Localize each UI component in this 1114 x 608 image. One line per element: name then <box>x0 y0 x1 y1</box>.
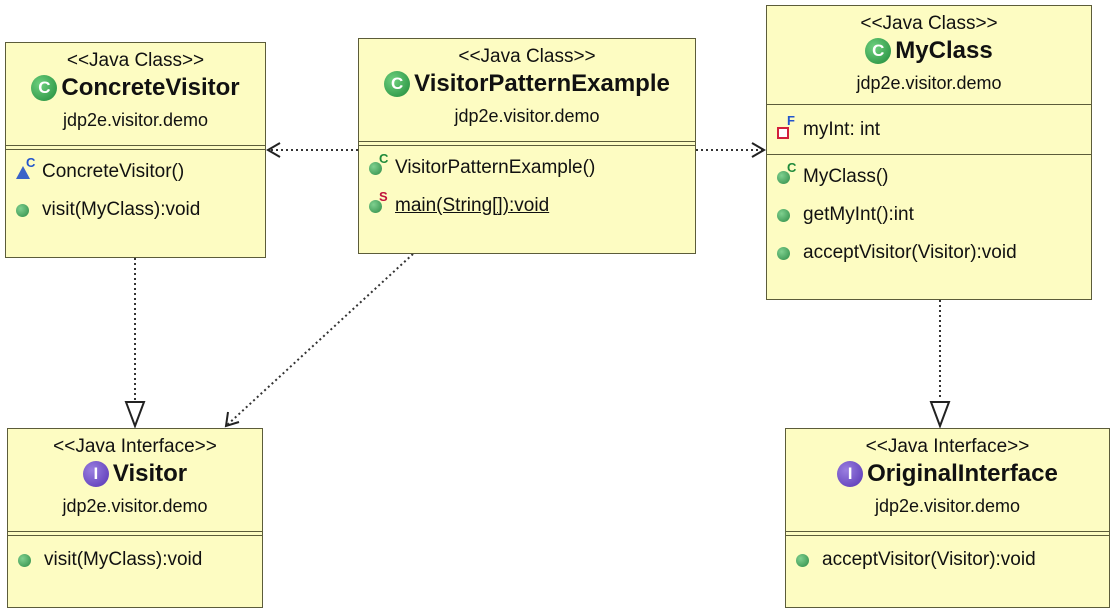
stereotype-label: <<Java Interface>> <box>865 436 1030 457</box>
method-row[interactable]: visit(MyClass):void <box>6 198 265 222</box>
method-label: visit(MyClass):void <box>42 199 201 220</box>
final-field-icon: F <box>777 114 801 140</box>
method-row[interactable]: C MyClass() <box>767 161 1091 189</box>
method-label: acceptVisitor(Visitor):void <box>822 549 1036 570</box>
package-label: jdp2e.visitor.demo <box>874 496 1021 516</box>
public-method-icon <box>777 243 801 263</box>
stereotype-label: <<Java Class>> <box>458 46 596 67</box>
attributes-divider <box>767 104 1091 105</box>
stereotype-label: <<Java Interface>> <box>53 436 217 457</box>
method-row[interactable]: acceptVisitor(Visitor):void <box>786 548 1109 572</box>
package-label: jdp2e.visitor.demo <box>856 73 1002 93</box>
class-icon: C <box>865 38 892 64</box>
interface-box-originalinterface[interactable]: <<Java Interface>> I OriginalInterface j… <box>785 428 1110 608</box>
stereotype-label: <<Java Class>> <box>860 13 998 34</box>
constructor-icon: C <box>777 161 801 187</box>
methods-divider <box>8 535 262 536</box>
class-name: VisitorPatternExample <box>414 70 670 97</box>
class-box-myclass[interactable]: <<Java Class>> C MyClass jdp2e.visitor.d… <box>766 5 1092 300</box>
method-label: main(String[]):void <box>395 195 550 216</box>
dependency-edge-visitor <box>225 253 414 427</box>
attributes-divider <box>359 141 695 142</box>
methods-divider <box>767 154 1091 155</box>
method-label: acceptVisitor(Visitor):void <box>803 242 1017 263</box>
public-method-icon <box>18 550 42 570</box>
method-label: MyClass() <box>803 166 889 187</box>
arrowhead-myclass <box>751 142 766 158</box>
method-label: VisitorPatternExample() <box>395 157 596 178</box>
package-label: jdp2e.visitor.demo <box>454 106 600 126</box>
realization-triangle-originalinterface <box>929 401 951 429</box>
realization-triangle-visitor <box>124 401 146 429</box>
public-method-icon <box>796 550 820 570</box>
method-row[interactable]: acceptVisitor(Visitor):void <box>767 241 1091 265</box>
constructor-icon: C <box>369 152 393 178</box>
interface-name: Visitor <box>112 460 188 487</box>
attributes-divider <box>786 531 1109 532</box>
method-label: visit(MyClass):void <box>44 549 203 570</box>
attributes-divider <box>6 145 265 146</box>
interface-icon: I <box>82 461 109 487</box>
class-box-concretevisitor[interactable]: <<Java Class>> C ConcreteVisitor jdp2e.v… <box>5 42 266 258</box>
method-row[interactable]: C ConcreteVisitor() <box>6 156 265 184</box>
methods-divider <box>359 145 695 146</box>
method-label: ConcreteVisitor() <box>42 161 185 182</box>
field-row[interactable]: F myInt: int <box>767 114 1091 142</box>
constructor-icon: C <box>16 156 40 182</box>
interface-name: OriginalInterface <box>867 460 1058 487</box>
arrowhead-concretevisitor <box>266 142 281 158</box>
static-method-icon: S <box>369 190 393 216</box>
class-icon: C <box>31 75 58 101</box>
class-box-visitorpatternexample[interactable]: <<Java Class>> C VisitorPatternExample j… <box>358 38 696 254</box>
public-method-icon <box>777 205 801 225</box>
interface-icon: I <box>837 461 864 487</box>
method-row[interactable]: C VisitorPatternExample() <box>359 152 695 180</box>
methods-divider <box>786 535 1109 536</box>
interface-box-visitor[interactable]: <<Java Interface>> I Visitor jdp2e.visit… <box>7 428 263 608</box>
class-icon: C <box>384 71 411 97</box>
methods-divider <box>6 149 265 150</box>
class-name: MyClass <box>895 37 993 64</box>
package-label: jdp2e.visitor.demo <box>62 110 209 130</box>
class-name: ConcreteVisitor <box>61 74 240 101</box>
method-row[interactable]: getMyInt():int <box>767 203 1091 227</box>
field-label: myInt: int <box>803 119 881 140</box>
arrowhead-visitor <box>224 411 240 428</box>
method-row[interactable]: S main(String[]):void <box>359 190 695 218</box>
stereotype-label: <<Java Class>> <box>66 50 205 71</box>
method-label: getMyInt():int <box>803 204 914 225</box>
method-row[interactable]: visit(MyClass):void <box>8 548 262 572</box>
attributes-divider <box>8 531 262 532</box>
package-label: jdp2e.visitor.demo <box>62 496 208 516</box>
public-method-icon <box>16 200 40 220</box>
